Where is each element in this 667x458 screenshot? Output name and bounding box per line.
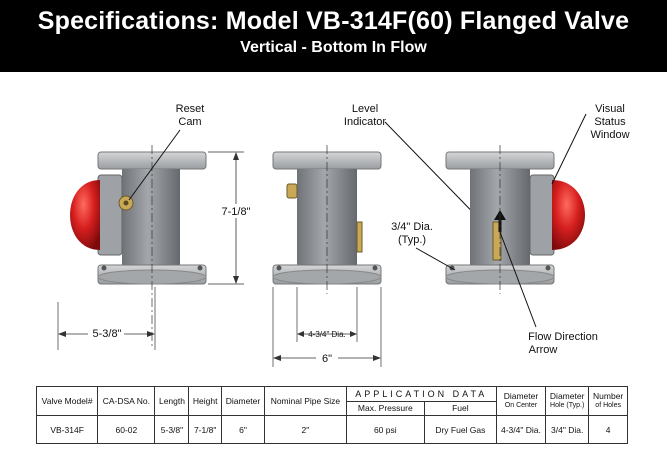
cell-diameter: 6" [220, 415, 266, 444]
flow-arrow-leader [499, 231, 537, 328]
outer-diameter-label: 6" [322, 353, 332, 365]
height-dimension [208, 151, 256, 285]
level-indicator [492, 221, 502, 261]
cell-number-of-holes: 4 [588, 415, 628, 444]
status-window-label-2: Status [594, 116, 626, 128]
diameter-hole-label: Diameter [549, 391, 585, 401]
header-model: Valve Model# [35, 386, 99, 416]
flow-arrow-label-2: Arrow [529, 344, 558, 356]
diameter-dimension [272, 287, 382, 367]
cell-pipe-size: 2" [264, 415, 347, 444]
cell-diameter-on-center: 4-3/4" Dia. [495, 415, 547, 444]
page-title: Specifications: Model VB-314F(60) Flange… [37, 7, 630, 35]
window-ring [97, 174, 123, 256]
header-length: Length [154, 386, 190, 416]
hole-diameter-label-2: (Typ.) [398, 234, 426, 246]
inner-diameter-label: 4-3/4" Dia. [308, 330, 346, 339]
reset-cam-leader [128, 129, 181, 201]
cell-diameter-hole: 3/4" Dia. [545, 415, 590, 444]
table-row: VB-314F 60-02 5-3/8" 7-1/8" 6" 2" 60 psi… [35, 415, 628, 444]
length-dimension [57, 287, 156, 350]
spec-table-subheader-row: Max. Pressure Fuel [37, 400, 628, 416]
level-indicator-side [356, 221, 363, 253]
flow-arrow-label: Flow Direction [528, 331, 598, 343]
diameter-hole-sub: Hole (Typ.) [550, 402, 585, 409]
status-window-label: Visual [595, 103, 625, 115]
page-subtitle: Vertical - Bottom In Flow [240, 39, 427, 56]
holes-sub: of Holes [595, 402, 621, 409]
reset-cam-side [286, 183, 298, 199]
diameter-oc-label: Diameter [503, 391, 539, 401]
holes-label: Number [593, 391, 624, 401]
valve-diagram: Reset Cam 7-1/8" 5-3/8" [57, 103, 630, 367]
valve-body [122, 169, 180, 265]
status-window-leader [551, 113, 587, 185]
status-window-dome [70, 180, 100, 250]
valve-right-view [445, 145, 585, 294]
height-dimension-label: 7-1/8" [222, 206, 251, 218]
hole-diameter-label: 3/4" Dia. [391, 221, 433, 233]
cell-max-pressure: 60 psi [345, 415, 425, 444]
status-window-dome [552, 180, 585, 250]
window-ring [529, 174, 555, 256]
valve-center-view [272, 145, 382, 294]
reset-cam-label: Reset [176, 103, 205, 115]
header-max-pressure: Max. Pressure [345, 400, 425, 416]
level-indicator-label-2: Indicator [344, 116, 387, 128]
diameter-oc-sub: On Center [504, 402, 538, 409]
reset-cam-label-2: Cam [178, 116, 201, 128]
header-diameter: Diameter [220, 386, 266, 416]
header-cadsa: CA-DSA No. [97, 386, 156, 416]
cell-height: 7-1/8" [188, 415, 222, 444]
cell-length: 5-3/8" [154, 415, 190, 444]
header-banner: Specifications: Model VB-314F(60) Flange… [0, 0, 667, 72]
header-pipe-size: Nominal Pipe Size [264, 386, 347, 416]
cell-fuel: Dry Fuel Gas [423, 415, 497, 444]
application-data-label: APPLICATION DATA [355, 388, 488, 399]
header-fuel: Fuel [423, 400, 497, 416]
level-indicator-label: Level [352, 103, 378, 115]
status-window-label-3: Window [590, 129, 629, 141]
hole-diameter-leader [415, 247, 456, 271]
spec-table-header-row: Valve Model# CA-DSA No. Length Height Di… [35, 386, 628, 416]
length-dimension-label: 5-3/8" [93, 328, 122, 340]
spec-table: Valve Model# CA-DSA No. Length Height Di… [35, 386, 628, 444]
header-height: Height [188, 386, 222, 416]
cell-model: VB-314F [35, 415, 99, 444]
cell-cadsa: 60-02 [97, 415, 156, 444]
header-application-data: APPLICATION DATA [345, 386, 497, 402]
valve-left-view [70, 145, 207, 347]
